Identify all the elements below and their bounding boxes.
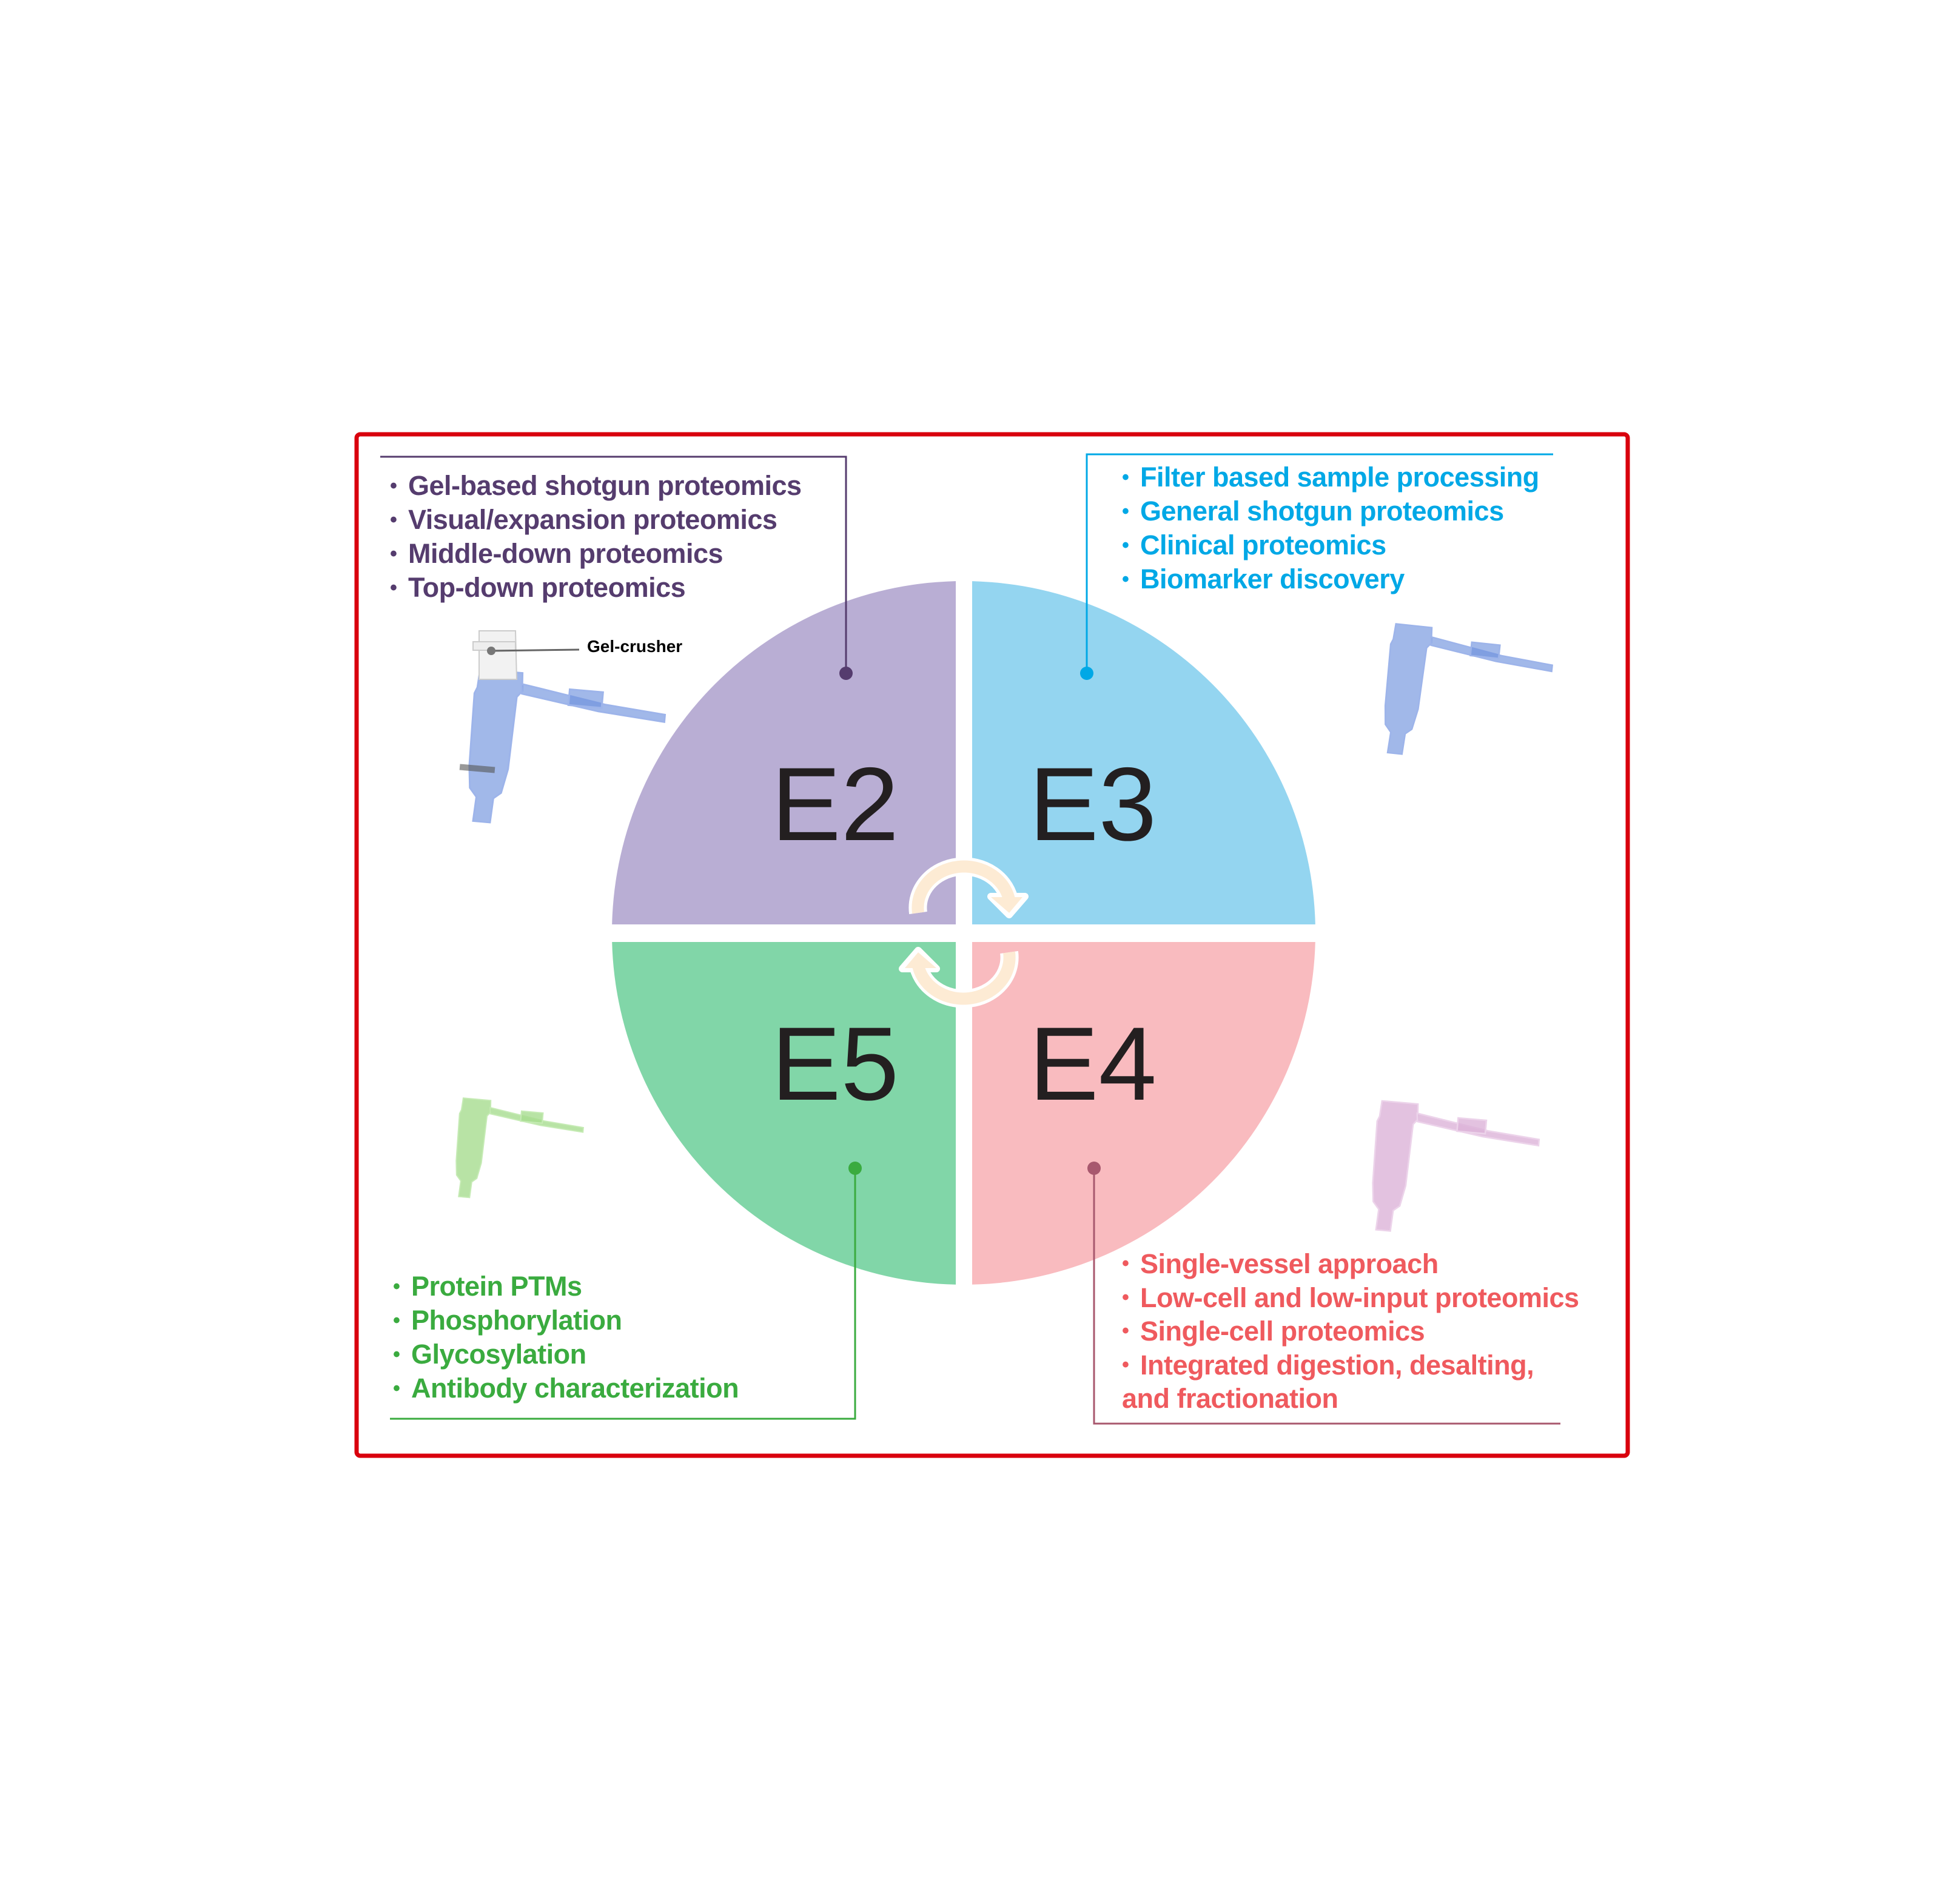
list-item: •Phosphorylation (393, 1305, 622, 1336)
e3-tube-icon (1378, 622, 1556, 770)
cycle-arrow-top-icon (908, 857, 1029, 918)
e5-application-list: •Protein PTMs •Phosphorylation •Glycosyl… (393, 1270, 739, 1405)
quadrant-e3 (964, 581, 1315, 933)
quadrant-label-e4: E4 (1029, 1006, 1157, 1122)
list-item-continuation: and fractionation (1122, 1383, 1338, 1414)
quadrant-label-e5: E5 (771, 1006, 899, 1122)
quadrant-label-e3: E3 (1029, 746, 1157, 863)
list-item: •Top-down proteomics (390, 572, 686, 603)
e4-application-list: •Single-vessel approach •Low-cell and lo… (1122, 1247, 1579, 1416)
list-item: •Glycosylation (393, 1339, 586, 1370)
e5-tube-icon (451, 1097, 586, 1208)
quadrant-e5 (612, 933, 964, 1285)
red-frame (354, 432, 1630, 1458)
e3-application-list: •Filter based sample processing •General… (1122, 460, 1539, 596)
callout-e5 (390, 1162, 862, 1420)
list-item: •Antibody characterization (393, 1373, 739, 1404)
gel-crusher-label: Gel-crusher (587, 637, 683, 656)
divider-horizontal (600, 924, 1328, 942)
gel-crusher-tube-icon (459, 630, 669, 838)
list-item: •Clinical proteomics (1122, 530, 1386, 560)
callout-e4 (1087, 1162, 1560, 1425)
list-item: •Low-cell and low-input proteomics (1122, 1282, 1579, 1313)
quadrant-label-e2: E2 (771, 746, 899, 863)
quadrant-e4 (964, 933, 1315, 1285)
list-item: •General shotgun proteomics (1122, 496, 1504, 526)
list-item: •Biomarker discovery (1122, 563, 1405, 594)
quadrant-e2 (612, 581, 964, 933)
list-item: •Protein PTMs (393, 1271, 582, 1302)
e2-application-list: •Gel-based shotgun proteomics •Visual/ex… (390, 469, 802, 605)
list-item: •Filter based sample processing (1122, 462, 1539, 493)
list-item: •Integrated digestion, desalting, (1122, 1349, 1534, 1381)
list-item: •Middle-down proteomics (390, 538, 724, 569)
list-item: •Single-cell proteomics (1122, 1316, 1425, 1347)
callout-e2 (380, 456, 853, 680)
cycle-arrow-bottom-icon (899, 947, 1019, 1008)
list-item: •Single-vessel approach (1122, 1248, 1439, 1279)
callout-e3 (1080, 453, 1553, 680)
list-item: •Visual/expansion proteomics (390, 504, 777, 535)
e4-tube-icon (1366, 1100, 1542, 1244)
list-item: •Gel-based shotgun proteomics (390, 470, 802, 501)
